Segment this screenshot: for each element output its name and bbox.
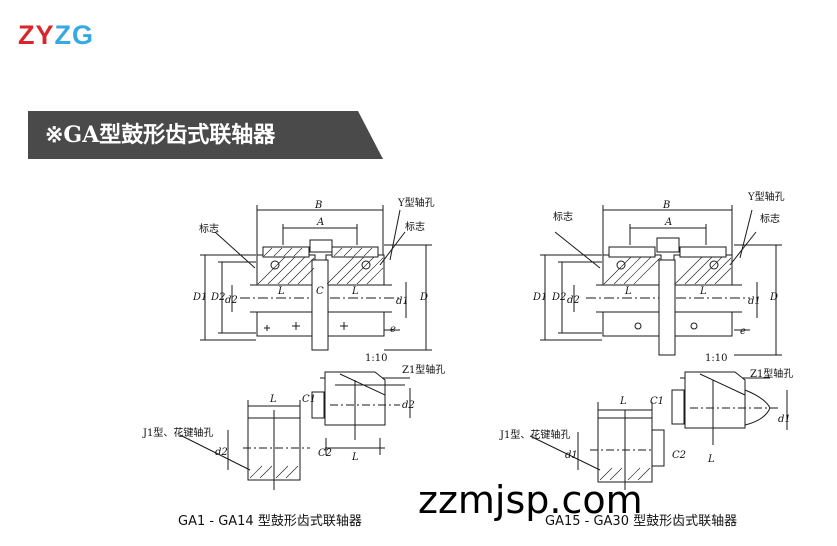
label-d2b-left: d2 (215, 447, 228, 458)
label-L1-right: L (624, 286, 632, 297)
label-C2-left: C2 (318, 448, 332, 459)
label-mark-right-2: 标志 (760, 212, 780, 225)
label-D-left: D (419, 292, 428, 303)
label-d2-right: d2 (567, 295, 580, 306)
label-D-right: D (769, 292, 778, 303)
label-j1-hole-right: J1型、花键轴孔 (499, 428, 570, 441)
label-B-right: B (662, 200, 670, 211)
label-D2-left: D2 (210, 292, 225, 303)
banner-title: ※GA型鼓形齿式联轴器 (45, 122, 276, 148)
label-y-hole-left: Y型轴孔 (397, 196, 435, 209)
label-D1-left: D1 (192, 292, 207, 303)
label-z1-hole-left: Z1型轴孔 (402, 363, 445, 376)
label-y-hole-right: Y型轴孔 (747, 190, 785, 203)
label-d2c-left: d2 (402, 400, 415, 411)
label-mark-right-1: 标志 (553, 210, 573, 223)
label-mark-left-1: 标志 (199, 222, 219, 235)
label-A-right: A (664, 217, 672, 228)
label-e-left: e (390, 324, 396, 335)
label-mark-left-2: 标志 (405, 220, 425, 233)
label-B-left: B (314, 200, 322, 211)
label-C1-right: C1 (650, 396, 664, 407)
label-L4-left: L (351, 452, 359, 463)
label-taper-right: 1:10 (705, 353, 727, 364)
watermark-text: zzmjsp.com (418, 478, 643, 522)
label-e-right: e (740, 326, 746, 337)
label-j1-hole-left: J1型、花键轴孔 (142, 426, 213, 439)
label-D2-right: D2 (551, 292, 566, 303)
label-L2-left: L (351, 286, 359, 297)
caption-right: GA15 - GA30 型鼓形齿式联轴器 (545, 514, 738, 529)
label-L3-left: L (269, 394, 277, 405)
label-L1-left: L (277, 286, 285, 297)
label-d1-right: d1 (748, 296, 761, 307)
company-logo: ZYZG (18, 22, 94, 49)
label-taper-left: 1:10 (365, 353, 387, 364)
label-C-left: C (316, 286, 324, 297)
label-L3-right: L (619, 396, 627, 407)
title-banner (28, 111, 383, 159)
label-L4-right: L (707, 454, 715, 465)
label-d1-left: d1 (396, 296, 409, 307)
label-d1b-right: d1 (565, 450, 578, 461)
logo-text-red: ZY (18, 20, 55, 50)
label-D1-right: D1 (532, 292, 547, 303)
logo-text-blue: ZG (54, 20, 95, 50)
label-C2-right: C2 (672, 450, 686, 461)
caption-left: GA1 - GA14 型鼓形齿式联轴器 (178, 514, 362, 529)
label-z1-hole-right: Z1型轴孔 (750, 367, 793, 380)
label-C1-left: C1 (302, 394, 316, 405)
label-A-left: A (316, 217, 324, 228)
label-d1c-right: d1 (778, 414, 791, 425)
label-d2-left: d2 (225, 295, 238, 306)
label-L2-right: L (699, 286, 707, 297)
